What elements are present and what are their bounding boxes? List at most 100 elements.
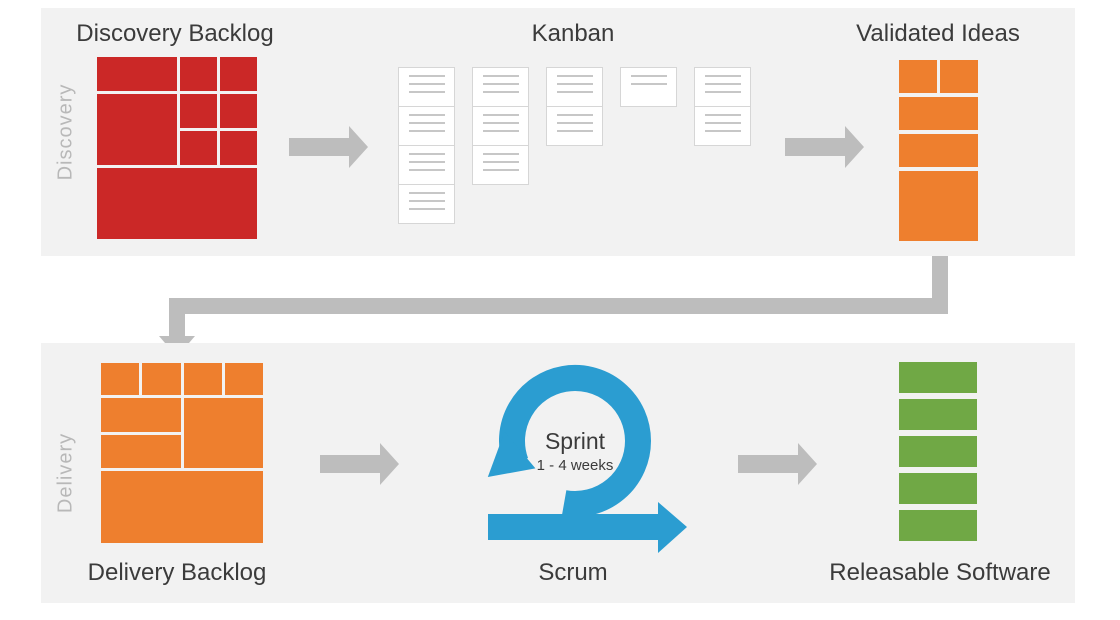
kanban-card <box>694 67 751 107</box>
card-text-line <box>482 161 519 163</box>
card-text-line <box>556 75 593 77</box>
card-text-line <box>482 169 519 171</box>
flow-arrow-scrum-to-releasable-icon <box>738 443 817 485</box>
delivery-backlog-treemap <box>101 363 263 543</box>
kanban-card <box>398 184 455 224</box>
delivery-backlog-title: Delivery Backlog <box>87 559 267 586</box>
right-arrow-shape <box>289 126 368 168</box>
kanban-card <box>620 67 677 107</box>
card-text-line <box>704 83 741 85</box>
card-text-line <box>556 114 593 116</box>
card-text-line <box>482 130 519 132</box>
releasable-software-title: Releasable Software <box>829 559 1051 586</box>
stack-row <box>899 399 977 430</box>
card-text-line <box>408 91 445 93</box>
card-text-line <box>704 130 741 132</box>
card-text-line <box>408 114 445 116</box>
scrum-title: Scrum <box>538 559 608 586</box>
stack-row <box>899 171 978 241</box>
stack-cell <box>899 60 937 93</box>
card-text-line <box>408 161 445 163</box>
card-text-line <box>482 153 519 155</box>
stack-cell <box>899 97 978 130</box>
card-text-line <box>408 169 445 171</box>
discovery-backlog-treemap <box>97 57 257 239</box>
card-text-line <box>408 75 445 77</box>
card-text-line <box>556 130 593 132</box>
sprint-loop-arc <box>499 364 651 517</box>
card-text-line <box>556 83 593 85</box>
stack-cell <box>940 60 978 93</box>
stack-row <box>899 362 977 393</box>
stack-row <box>899 60 978 93</box>
treemap-cell <box>97 57 177 91</box>
kanban-card <box>694 106 751 146</box>
kanban-board <box>398 67 751 224</box>
stack-row <box>899 473 977 504</box>
treemap-cell <box>101 363 140 395</box>
kanban-card <box>472 106 529 146</box>
kanban-card <box>546 106 603 146</box>
card-text-line <box>408 208 445 210</box>
card-text-line <box>408 83 445 85</box>
scrum-arrowhead-right <box>658 502 687 553</box>
card-text-line <box>482 83 519 85</box>
card-text-line <box>482 122 519 124</box>
treemap-cell <box>224 363 263 395</box>
card-text-line <box>556 122 593 124</box>
sprint-duration-label: 1 - 4 weeks <box>536 456 614 474</box>
stack-cell <box>899 436 977 467</box>
connector-elbow-line <box>169 247 948 336</box>
right-arrow-shape <box>320 443 399 485</box>
stack-cell <box>899 171 978 241</box>
treemap-cell <box>220 57 257 91</box>
card-text-line <box>482 75 519 77</box>
stack-row <box>899 436 977 467</box>
flow-arrow-backlog-to-scrum-icon <box>320 443 399 485</box>
treemap-cell <box>101 435 181 468</box>
kanban-card <box>398 106 455 146</box>
sprint-label-group: Sprint 1 - 4 weeks <box>537 427 614 475</box>
card-text-line <box>408 200 445 202</box>
card-text-line <box>630 83 667 85</box>
discovery-side-label: Discovery <box>54 83 77 181</box>
kanban-column <box>546 67 603 146</box>
stack-cell <box>899 510 977 541</box>
card-text-line <box>704 114 741 116</box>
kanban-card <box>546 67 603 107</box>
treemap-cell <box>101 471 263 543</box>
stack-row <box>899 134 978 167</box>
treemap-cell <box>180 94 217 128</box>
card-text-line <box>408 122 445 124</box>
stack-row <box>899 97 978 130</box>
scrum-sprint-loop-icon <box>487 364 687 553</box>
treemap-cell <box>97 168 257 239</box>
kanban-card <box>398 67 455 107</box>
validated-ideas-stack <box>899 60 978 241</box>
flow-arrow-backlog-to-kanban-icon <box>289 126 368 168</box>
kanban-card <box>398 145 455 185</box>
card-text-line <box>482 114 519 116</box>
card-text-line <box>556 91 593 93</box>
treemap-cell <box>183 398 263 468</box>
card-text-line <box>704 122 741 124</box>
card-text-line <box>704 75 741 77</box>
kanban-column <box>472 67 529 185</box>
flow-arrow-kanban-to-validated-icon <box>785 126 864 168</box>
treemap-cell <box>220 94 257 128</box>
sprint-loop-arrowhead <box>487 431 536 477</box>
treemap-cell <box>180 131 217 165</box>
delivery-band: Delivery Sprint 1 - 4 weeks Delivery Bac… <box>41 343 1075 603</box>
stack-cell <box>899 399 977 430</box>
card-text-line <box>408 192 445 194</box>
treemap-cell <box>142 363 181 395</box>
card-text-line <box>704 91 741 93</box>
validated-ideas-title: Validated Ideas <box>856 20 1020 47</box>
right-arrow-shape <box>785 126 864 168</box>
stack-cell <box>899 473 977 504</box>
card-text-line <box>408 153 445 155</box>
treemap-cell <box>180 57 217 91</box>
stack-cell <box>899 362 977 393</box>
scrum-arrow-shaft <box>488 514 658 540</box>
